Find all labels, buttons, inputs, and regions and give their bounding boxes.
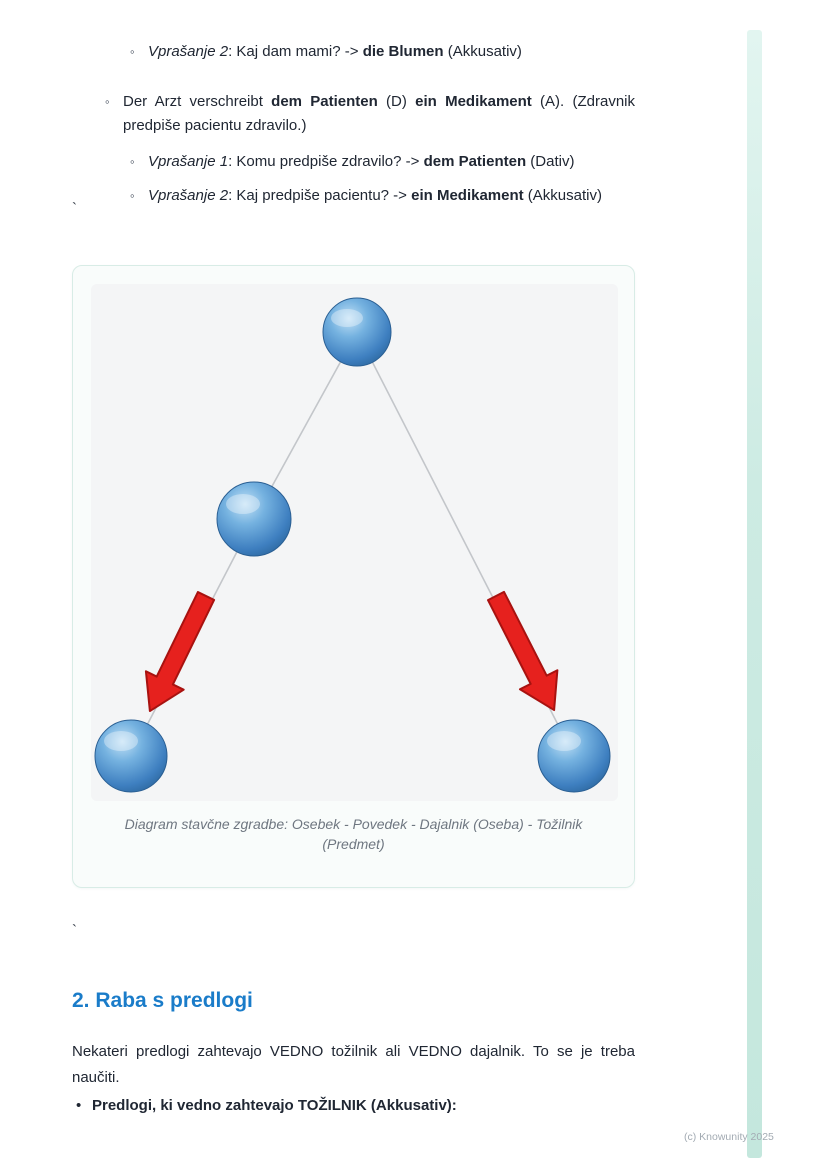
red-arrow-icon: [144, 591, 216, 713]
bullet-icon: ◦: [105, 94, 110, 109]
connector-lines: [130, 331, 575, 757]
text-segment: : Kaj predpiše pacientu? ->: [228, 187, 412, 204]
answer-bold: dem Patienten: [271, 93, 378, 110]
text-segment: (Dativ): [526, 153, 575, 170]
copyright-watermark: (c) Knowunity 2025: [684, 1131, 774, 1143]
body-paragraph: Nekateri predlogi zahtevajo VEDNO tožiln…: [72, 1043, 635, 1086]
stray-backtick: `: [72, 922, 77, 939]
rule-heading-bold: Predlogi, ki vedno zahtevajo TOŽILNIK (A…: [92, 1097, 457, 1114]
red-arrow-icon: [486, 590, 559, 712]
text-segment: (Akkusativ): [523, 187, 602, 204]
text-segment: : Komu predpiše zdravilo? ->: [228, 153, 424, 170]
text-segment: (A). (Zdravnik predpiše pacientu zdravil…: [123, 93, 636, 134]
text-segment: : Kaj dam mami? ->: [228, 43, 363, 60]
node-bottom-right: [537, 719, 611, 793]
list-item: ◦ Vprašanje 2: Kaj predpiše pacientu? ->…: [130, 184, 635, 208]
list-item-text: Predlogi, ki vedno zahtevajo TOŽILNIK (A…: [92, 1094, 636, 1118]
answer-bold: die Blumen: [362, 43, 444, 60]
text-segment: (Akkusativ): [443, 43, 522, 60]
list-item: ◦ Vprašanje 2: Kaj dam mami? -> die Blum…: [130, 40, 635, 64]
bullet-icon: ◦: [130, 188, 135, 203]
question-label: Vprašanje 2: [148, 43, 229, 60]
list-item: • Predlogi, ki vedno zahtevajo TOŽILNIK …: [76, 1094, 636, 1118]
answer-bold: dem Patienten: [423, 153, 527, 170]
node-middle: [216, 481, 292, 557]
diagram-svg: [94, 297, 611, 793]
answer-bold: ein Medikament: [415, 93, 532, 110]
sentence-structure-diagram: [91, 284, 618, 801]
list-item-text: Vprašanje 2: Kaj predpiše pacientu? -> e…: [148, 184, 635, 208]
figure-card: Diagram stavčne zgradbe: Osebek - Povede…: [72, 265, 635, 888]
question-label: Vprašanje 1: [148, 153, 229, 170]
question-label: Vprašanje 2: [148, 187, 229, 204]
answer-bold: ein Medikament: [411, 187, 524, 204]
text-segment: Der Arzt verschreibt: [123, 93, 272, 110]
list-item: ◦ Vprašanje 1: Komu predpiše zdravilo? -…: [130, 150, 635, 174]
node-bottom-left: [94, 719, 168, 793]
stray-backtick: `: [72, 200, 77, 217]
bullet-icon: ◦: [130, 154, 135, 169]
node-top: [322, 297, 392, 367]
lesson-bullet-list: ◦ Vprašanje 2: Kaj dam mami? -> die Blum…: [72, 40, 635, 208]
list-item-text: Vprašanje 1: Komu predpiše zdravilo? -> …: [148, 150, 635, 174]
text-segment: (D): [377, 93, 416, 110]
page-accent-bar: [747, 30, 762, 1158]
figure-caption: Diagram stavčne zgradbe: Osebek - Povede…: [124, 816, 583, 853]
section-heading: 2. Raba s predlogi: [72, 989, 253, 1013]
list-item-text: Der Arzt verschreibt dem Patienten (D) e…: [123, 90, 635, 138]
list-item-text: Vprašanje 2: Kaj dam mami? -> die Blumen…: [148, 40, 635, 64]
list-item: ◦ Der Arzt verschreibt dem Patienten (D)…: [105, 90, 635, 138]
bullet-icon: •: [76, 1097, 82, 1114]
bullet-icon: ◦: [130, 44, 135, 59]
